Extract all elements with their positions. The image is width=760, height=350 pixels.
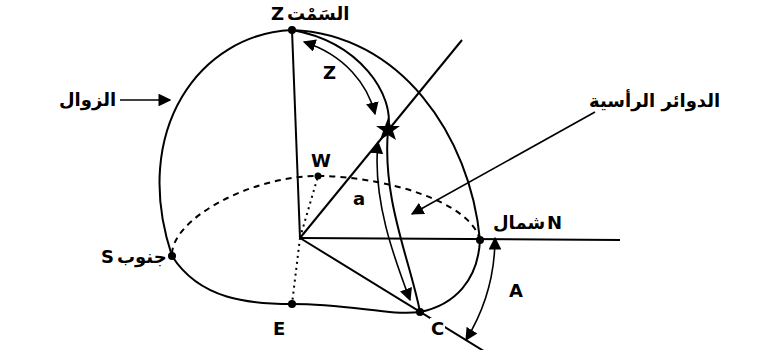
meridian-south (160, 30, 292, 256)
west-axis (300, 176, 318, 238)
altitude-arrow (377, 142, 410, 300)
zenith-letter: Z (270, 3, 285, 24)
west-letter: W (310, 150, 332, 171)
east-axis (292, 238, 300, 304)
zenith-axis (292, 30, 300, 238)
south-letter: S (100, 246, 115, 267)
west-point (315, 173, 322, 180)
horizon-front (172, 240, 480, 313)
foot-letter: C (430, 318, 445, 339)
east-letter: E (272, 318, 286, 339)
north-name: شمال (492, 212, 546, 233)
foot-point (416, 308, 424, 316)
zenith-distance-symbol: Z (322, 62, 337, 83)
horizon-back (172, 176, 480, 256)
vertical-circles-pointer (412, 112, 595, 214)
zenith-distance-arrow (304, 42, 375, 114)
north-point (476, 236, 484, 244)
meridian-north (292, 30, 480, 240)
azimuth-direction (300, 238, 500, 350)
south-name: جنوب (116, 246, 168, 267)
azimuth-symbol: A (508, 280, 524, 301)
east-point (288, 300, 296, 308)
star-symbol (376, 118, 400, 140)
azimuth-arrow (466, 238, 495, 340)
altitude-symbol: a (352, 188, 366, 209)
north-letter: N (546, 212, 563, 233)
zenith-point (288, 26, 296, 34)
south-point (168, 252, 176, 260)
meridian-pointer (120, 99, 170, 101)
meridian-name: الزوال (58, 89, 117, 110)
zenith-name: السَمْت (286, 3, 350, 24)
north-axis (300, 238, 620, 240)
vertical-circles-name: الدوائر الرأسية (588, 90, 721, 111)
